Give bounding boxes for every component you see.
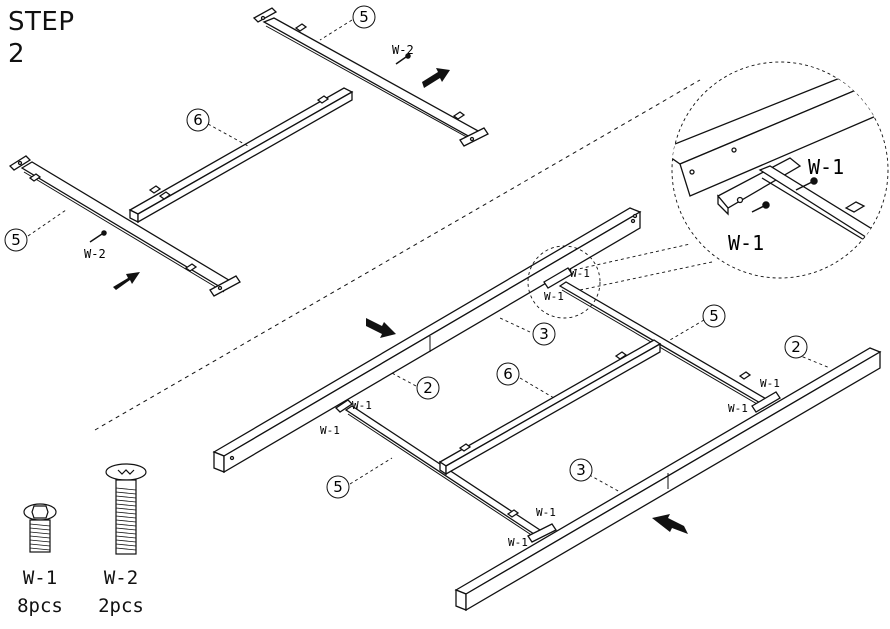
callout-part2-front: 2 (784, 335, 808, 359)
callout-part6-main-label: 6 (503, 365, 513, 383)
w1-zoom-label-lower: W-1 (728, 231, 764, 255)
push-arrow-top (422, 68, 450, 88)
leader-lines-top (27, 19, 353, 237)
back-beam-part2-part3 (212, 207, 642, 474)
callout-part6-top: 6 (186, 108, 210, 132)
callout-part5-top-label: 5 (359, 8, 369, 26)
callout-part5-right-label: 5 (709, 307, 719, 325)
hardware-w1-qty: 8pcs (17, 595, 63, 617)
zoom-source-circle (527, 245, 601, 319)
step-number: 2 (8, 39, 26, 69)
w1-screw-icon (23, 503, 57, 553)
w1-label-c: W-1 (352, 399, 372, 412)
hardware-w2-qty: 2pcs (98, 595, 144, 617)
callout-part3-front-label: 3 (576, 461, 586, 479)
middle-bar-part6-main (438, 339, 662, 476)
push-arrow-back (366, 318, 396, 338)
w1-label-a: W-1 (570, 267, 590, 280)
w2-screw-icon (105, 463, 147, 555)
w1-label-f: W-1 (728, 402, 748, 415)
hardware-w1-id: W-1 (22, 567, 58, 589)
callout-part3-front: 3 (569, 458, 593, 482)
push-arrow-left (113, 272, 140, 290)
w1-label-d: W-1 (320, 424, 340, 437)
callout-part3-back: 3 (532, 322, 556, 346)
w1-zoom-label-upper: W-1 (808, 155, 844, 179)
w1-label-g: W-1 (536, 506, 556, 519)
w1-label-h: W-1 (508, 536, 528, 549)
callout-part5-left: 5 (4, 228, 28, 252)
push-arrow-front (652, 514, 688, 534)
step-label: STEP (8, 7, 75, 37)
w1-label-e: W-1 (760, 377, 780, 390)
w1-labels-main: W-1 W-1 W-1 W-1 W-1 W-1 W-1 W-1 (320, 267, 780, 549)
callout-part2-front-label: 2 (791, 338, 801, 356)
callout-part3-back-label: 3 (539, 325, 549, 343)
callout-part6-top-label: 6 (193, 111, 203, 129)
w2-screw-top (395, 53, 411, 65)
callout-part2-back: 2 (416, 376, 440, 400)
upper-crossbar-part5 (252, 7, 489, 147)
w2-screw-left (89, 230, 107, 243)
w2-label-left: W-2 (84, 247, 106, 261)
callout-part5-left-main-label: 5 (333, 478, 343, 496)
callout-part5-right: 5 (702, 304, 726, 328)
zoom-detail: W-1 W-1 (671, 61, 889, 279)
middle-bar-part6 (128, 87, 354, 224)
w1-label-b: W-1 (544, 290, 564, 303)
lower-crossbar-part5 (8, 155, 241, 297)
w2-label-top: W-2 (392, 43, 414, 57)
callout-part5-left-label: 5 (11, 231, 21, 249)
callout-part5-top: 5 (352, 5, 376, 29)
hardware-w2-id: W-2 (103, 567, 139, 589)
callout-part2-back-label: 2 (423, 379, 433, 397)
right-crossbar-part5 (543, 267, 781, 413)
front-beam-part2-part3 (454, 347, 882, 612)
callout-part5-left-main: 5 (326, 475, 350, 499)
step-heading: STEP 2 (8, 6, 75, 70)
callout-part6-main: 6 (496, 362, 520, 386)
